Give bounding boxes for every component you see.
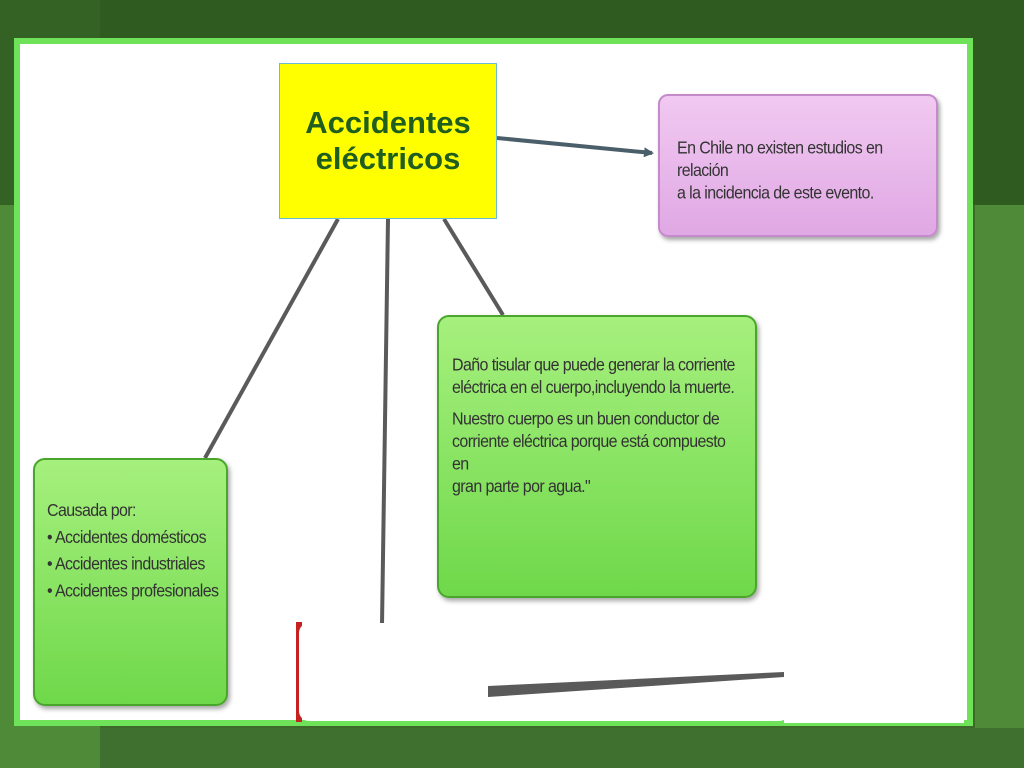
- background-right-strip: [975, 205, 1024, 768]
- connector-to-causes: [203, 218, 340, 459]
- causes-node-text: Causada por: • Accidentes domésticos • A…: [47, 501, 219, 602]
- definition-node: Daño tisular que puede generar la corrie…: [437, 315, 757, 598]
- definition-paragraph-2: Nuestro cuerpo es un buen conductor de c…: [452, 410, 726, 497]
- covered-node: [299, 623, 789, 721]
- causes-node: Causada por: • Accidentes domésticos • A…: [33, 458, 228, 706]
- main-topic-node: Accidentes eléctricos: [279, 63, 497, 219]
- connector-to-definition: [442, 217, 505, 317]
- connector-bottom: [488, 672, 784, 697]
- info-node-text: En Chile no existen estudios en relación…: [677, 139, 883, 203]
- info-node: En Chile no existen estudios en relación…: [658, 94, 938, 237]
- connector-down: [380, 218, 390, 626]
- background-bottom-strip: [100, 728, 1024, 768]
- covered-area-right: [784, 545, 964, 723]
- definition-paragraph-1: Daño tisular que puede generar la corrie…: [452, 356, 735, 398]
- connector-to-info: [496, 136, 654, 158]
- main-topic-label: Accidentes eléctricos: [305, 105, 471, 176]
